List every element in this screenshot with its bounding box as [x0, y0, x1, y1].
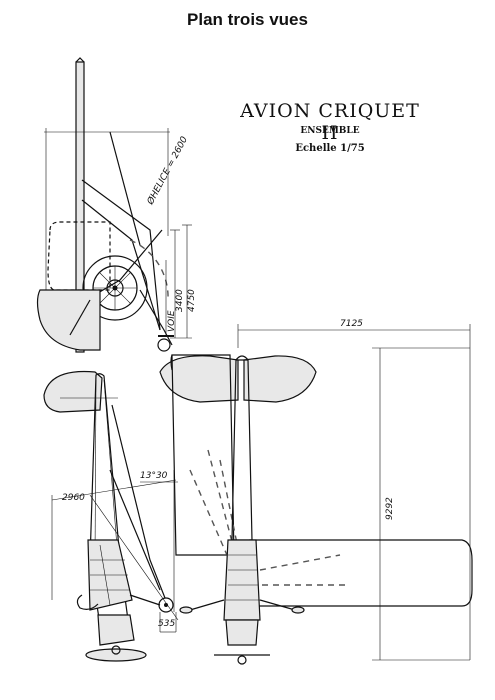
dim-7125: 7125	[340, 319, 363, 329]
side-view	[43, 370, 179, 662]
top-tailplane-right	[243, 355, 317, 403]
dim-535: 535	[158, 619, 175, 629]
dim-9292: 9292	[385, 497, 395, 520]
plan-title: AVION CRIQUET II	[240, 100, 420, 144]
dim-4750: 4750	[187, 289, 197, 312]
front-view	[36, 57, 192, 353]
dim-2960: 2960	[62, 493, 85, 503]
top-fuselage	[231, 359, 253, 541]
plan-scale: Echelle 1/75	[295, 143, 365, 154]
side-tail-fin	[43, 370, 103, 413]
page-title: Plan trois vues	[187, 10, 308, 29]
dim-3400: 3400	[175, 289, 185, 312]
side-propeller	[85, 648, 147, 662]
dim-13f30: 13°30	[140, 471, 168, 481]
top-spinner	[237, 655, 247, 665]
dim-prop-diameter: ØHELICE = 2600	[144, 134, 190, 207]
dim-voie: VOIE	[167, 310, 177, 332]
side-engine	[97, 614, 135, 646]
top-engine	[225, 619, 259, 646]
top-view	[159, 324, 473, 665]
plan-subtitle: ENSEMBLE	[300, 126, 360, 136]
front-wing	[75, 61, 85, 353]
side-wheel	[158, 597, 174, 613]
top-wing-right	[249, 539, 473, 607]
front-engine-cowling	[82, 255, 148, 321]
